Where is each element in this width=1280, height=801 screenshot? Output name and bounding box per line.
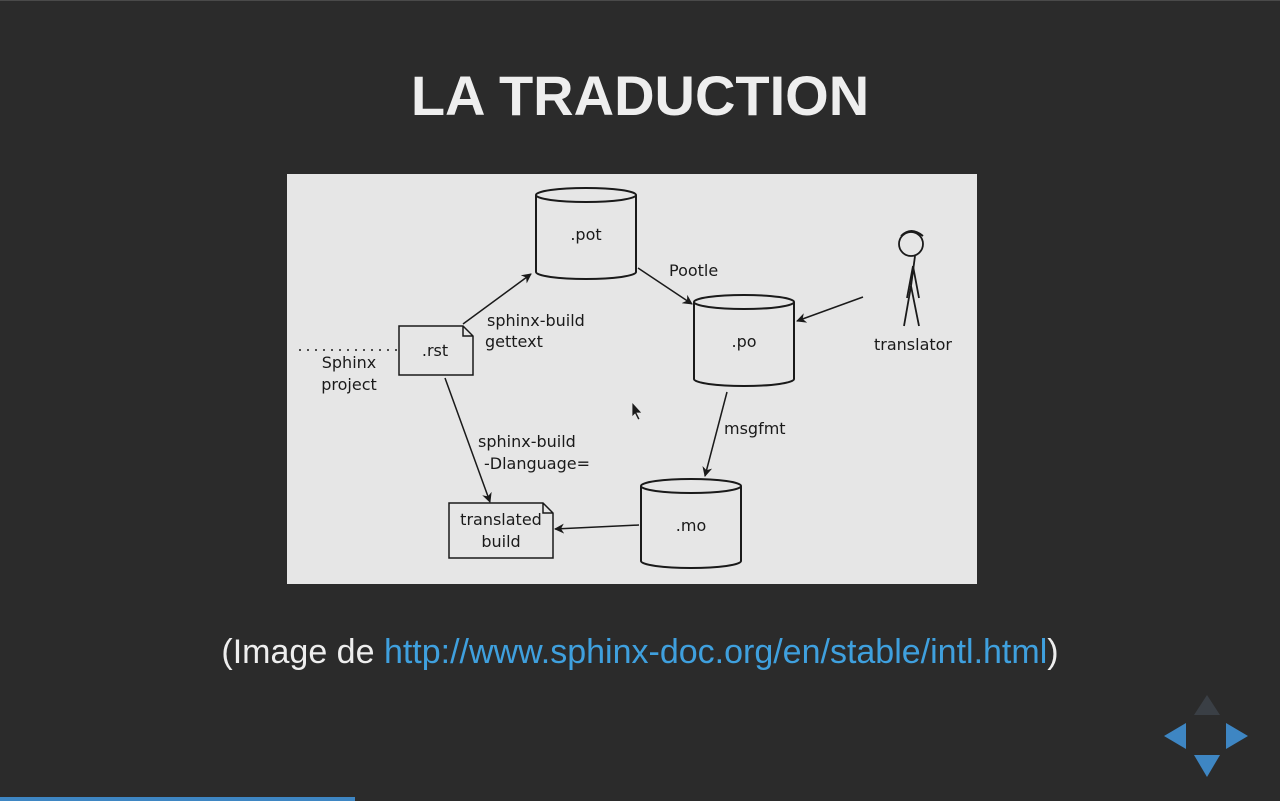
pot-cylinder bbox=[535, 187, 637, 280]
triangle-down-icon[interactable] bbox=[1194, 755, 1220, 777]
triangle-up-icon[interactable] bbox=[1194, 695, 1220, 715]
sphinx-i18n-diagram: .pot .po .mo .rst Sphinx project transl bbox=[287, 174, 977, 584]
arrow-rst-to-pot bbox=[462, 273, 532, 325]
sphinx-project-label-1: Sphinx bbox=[322, 353, 377, 372]
source-link[interactable]: http://www.sphinx-doc.org/en/stable/intl… bbox=[383, 633, 1048, 671]
pot-label: .pot bbox=[570, 225, 601, 244]
rst-document bbox=[398, 325, 474, 376]
msgfmt-label: msgfmt bbox=[724, 419, 786, 438]
slide-progress-bar bbox=[0, 797, 1280, 801]
gettext-label-2: gettext bbox=[485, 332, 543, 351]
pootle-label: Pootle bbox=[669, 261, 718, 280]
image-credit: (Image de http://www.sphinx-doc.org/en/s… bbox=[0, 633, 1280, 672]
dlanguage-label-2: -Dlanguage= bbox=[484, 454, 590, 473]
mo-label: .mo bbox=[676, 516, 706, 535]
arrow-po-to-mo bbox=[702, 391, 728, 477]
arrow-rst-to-translated bbox=[444, 377, 492, 503]
slide-progress-fill bbox=[0, 797, 355, 801]
arrow-translator-to-po bbox=[796, 296, 864, 323]
diagram-svg: .pot .po .mo .rst Sphinx project transl bbox=[299, 187, 952, 569]
po-label: .po bbox=[731, 332, 756, 351]
translated-build-document bbox=[448, 502, 554, 559]
triangle-left-icon[interactable] bbox=[1164, 723, 1186, 749]
sphinx-project-label-2: project bbox=[321, 375, 377, 394]
triangle-right-icon[interactable] bbox=[1226, 723, 1248, 749]
slide-navigation-controls bbox=[1160, 691, 1256, 781]
mouse-cursor-icon bbox=[631, 400, 643, 421]
caption-prefix: (Image de bbox=[221, 633, 384, 671]
translated-build-label-2: build bbox=[481, 532, 520, 551]
translated-build-label-1: translated bbox=[460, 510, 542, 529]
arrow-mo-to-translated bbox=[554, 523, 640, 534]
rst-label: .rst bbox=[422, 341, 448, 360]
po-cylinder bbox=[693, 294, 795, 387]
gettext-label-1: sphinx-build bbox=[487, 311, 585, 330]
arrow-pot-to-po bbox=[637, 267, 693, 305]
caption-suffix: ) bbox=[1047, 633, 1059, 671]
mo-cylinder bbox=[640, 478, 742, 569]
dlanguage-label-1: sphinx-build bbox=[478, 432, 576, 451]
slide-title: LA TRADUCTION bbox=[410, 64, 870, 127]
translator-figure bbox=[898, 230, 924, 327]
translator-label: translator bbox=[874, 335, 952, 354]
